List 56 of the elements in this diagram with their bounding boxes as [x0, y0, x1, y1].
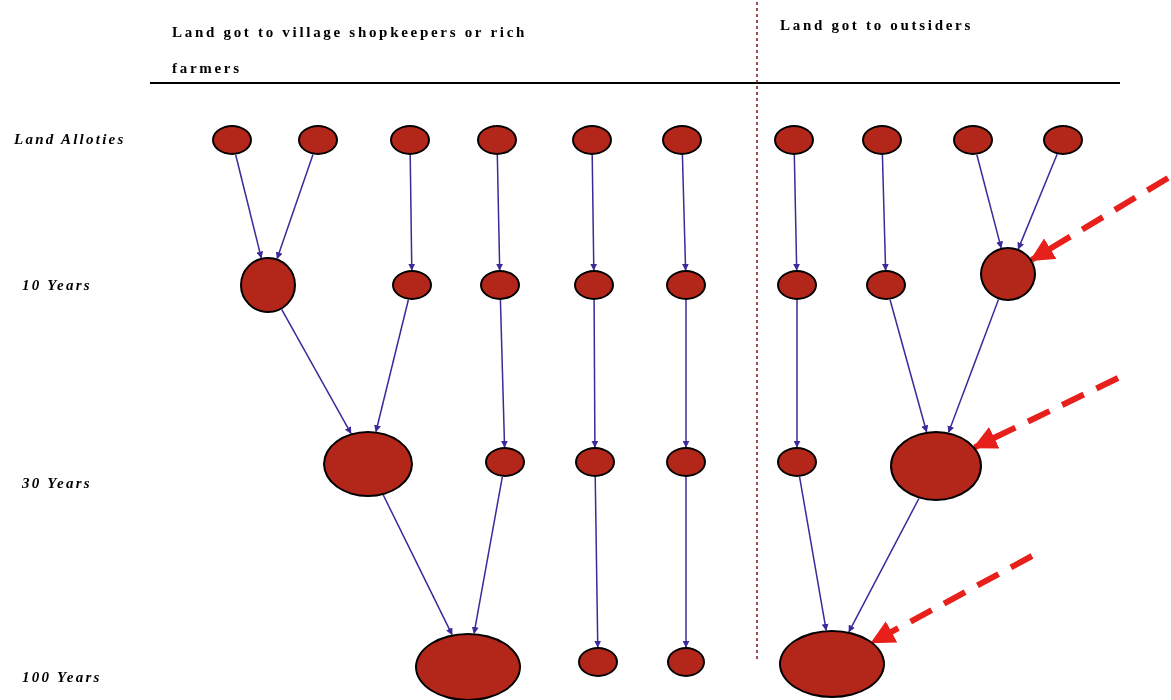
arrow [976, 153, 1003, 249]
ellipse-node [666, 270, 706, 300]
ellipse-node [574, 270, 614, 300]
arrow [471, 476, 504, 634]
ellipse-node [777, 270, 817, 300]
arrow [798, 476, 829, 631]
arrow [591, 299, 599, 448]
ellipse-node [240, 257, 296, 313]
dashed-arrow [870, 553, 1034, 645]
arrow [499, 299, 508, 448]
arrow [594, 476, 602, 648]
arrow [374, 299, 410, 433]
ellipse-node [666, 447, 706, 477]
arrow [793, 299, 801, 448]
ellipse-node [774, 125, 814, 155]
arrow [889, 298, 929, 433]
ellipse-node [980, 247, 1036, 301]
row-label: 30 Years [22, 474, 92, 493]
ellipse-node [578, 647, 618, 677]
arrow [881, 154, 889, 271]
arrow [947, 298, 1000, 434]
ellipse-node [862, 125, 902, 155]
arrow [793, 154, 801, 271]
arrow [234, 154, 264, 259]
arrow [848, 497, 920, 633]
ellipse-node [777, 447, 817, 477]
ellipse-node [572, 125, 612, 155]
dashed-arrow [1029, 175, 1170, 263]
ellipse-node [480, 270, 520, 300]
arrow [408, 154, 416, 271]
ellipse-node [390, 125, 430, 155]
arrow [382, 494, 453, 636]
ellipse-node [1043, 125, 1083, 155]
ellipse-node [477, 125, 517, 155]
arrow [280, 308, 352, 435]
ellipse-node [392, 270, 432, 300]
arrow [682, 299, 690, 448]
arrow [1017, 153, 1058, 250]
ellipse-node [298, 125, 338, 155]
arrow [682, 476, 690, 648]
column-heading: Land got to outsiders [780, 16, 974, 35]
ellipse-node [212, 125, 252, 155]
arrow [275, 153, 314, 260]
ellipse-node [575, 447, 615, 477]
row-label: 10 Years [22, 276, 92, 295]
arrow [681, 154, 689, 271]
ellipse-node [662, 125, 702, 155]
row-label: Land Alloties [14, 130, 126, 149]
ellipse-node [667, 647, 705, 677]
ellipse-node [866, 270, 906, 300]
ellipse-node [485, 447, 525, 477]
arrow [590, 154, 598, 271]
ellipse-node [953, 125, 993, 155]
column-heading: Land got to village shopkeepers or rich farmers [172, 23, 529, 78]
arrow [496, 154, 504, 271]
row-label: 100 Years [22, 668, 102, 687]
